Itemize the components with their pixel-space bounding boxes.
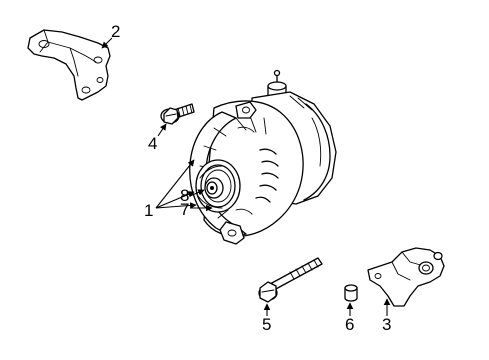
callout-2: 2: [111, 22, 120, 41]
callout-3: 3: [382, 315, 391, 334]
bolt-part-4: [160, 103, 195, 125]
leader-1b: [155, 191, 195, 209]
leader-1a: [155, 159, 195, 209]
callout-1: 1: [144, 201, 153, 220]
callout-8: 8: [180, 186, 189, 205]
bracket-part-3: [367, 247, 445, 307]
callout-6: 6: [345, 315, 354, 334]
leader-1c: [155, 202, 197, 209]
leader-8: [189, 189, 205, 197]
leader-2: [101, 37, 113, 49]
bracket-part-2: [27, 29, 111, 101]
bolt-part-5: [258, 257, 323, 303]
leader-4: [157, 123, 167, 137]
callout-7: 7: [180, 200, 189, 219]
sleeve-part-6: [344, 284, 358, 302]
callout-4: 4: [148, 134, 157, 153]
callout-5: 5: [262, 315, 271, 334]
alternator-assembly: [189, 69, 337, 245]
leader-lines: [101, 37, 391, 316]
